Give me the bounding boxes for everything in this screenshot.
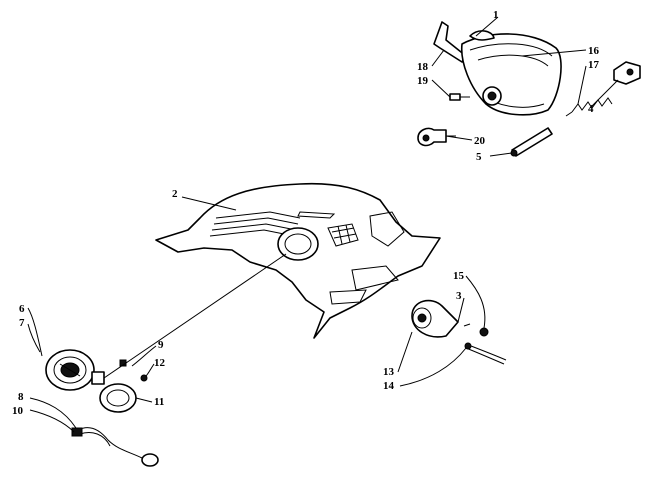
gauge-bezel-part	[99, 383, 137, 413]
callout-6: 6	[19, 303, 25, 315]
hood-part	[155, 182, 441, 339]
long-screw-part	[510, 127, 553, 157]
headlight-bulb-part	[482, 86, 502, 106]
callout-2: 2	[172, 188, 178, 200]
callout-16: 16	[588, 45, 600, 57]
callout-4: 4	[588, 103, 594, 115]
headlight-clip-part	[469, 30, 495, 41]
callout-5: 5	[476, 151, 482, 163]
callout-17: 17	[588, 59, 600, 71]
adjuster-knob-part	[613, 61, 641, 85]
gauge-part	[45, 349, 105, 391]
gauge-nut-part	[119, 359, 148, 382]
callout-7: 7	[19, 317, 25, 329]
taillight-wire-part	[464, 342, 507, 365]
callout-12: 12	[154, 357, 166, 369]
hood-grille	[327, 223, 359, 247]
taillight-nut-part	[463, 323, 489, 337]
headlight-assembly	[417, 21, 641, 157]
callout-19: 19	[417, 75, 429, 87]
adjuster-spring-part	[565, 97, 613, 117]
gauge-opening	[277, 227, 319, 261]
callout-10: 10	[12, 405, 24, 417]
gauge-wiring-harness-part	[71, 427, 159, 467]
callout-18: 18	[417, 61, 429, 73]
callout-20: 20	[474, 135, 486, 147]
gauge-assembly	[45, 349, 159, 467]
callout-3: 3	[456, 290, 462, 302]
headlight-housing-part	[460, 33, 562, 116]
callout-15: 15	[453, 270, 465, 282]
callout-11: 11	[154, 396, 164, 408]
taillight-assembly	[411, 299, 507, 365]
callout-9: 9	[158, 339, 164, 351]
leader-lines	[27, 16, 619, 433]
callout-13: 13	[383, 366, 395, 378]
callout-14: 14	[383, 380, 395, 392]
taillight-part	[411, 299, 459, 338]
callout-8: 8	[18, 391, 24, 403]
callout-labels: 1 2 3 4 5 6 7 8 9 10 11 12 13 14 15 16 1…	[12, 9, 600, 417]
small-screw-part	[449, 93, 470, 101]
headlight-bracket-part	[433, 21, 467, 63]
callout-1: 1	[493, 9, 499, 21]
